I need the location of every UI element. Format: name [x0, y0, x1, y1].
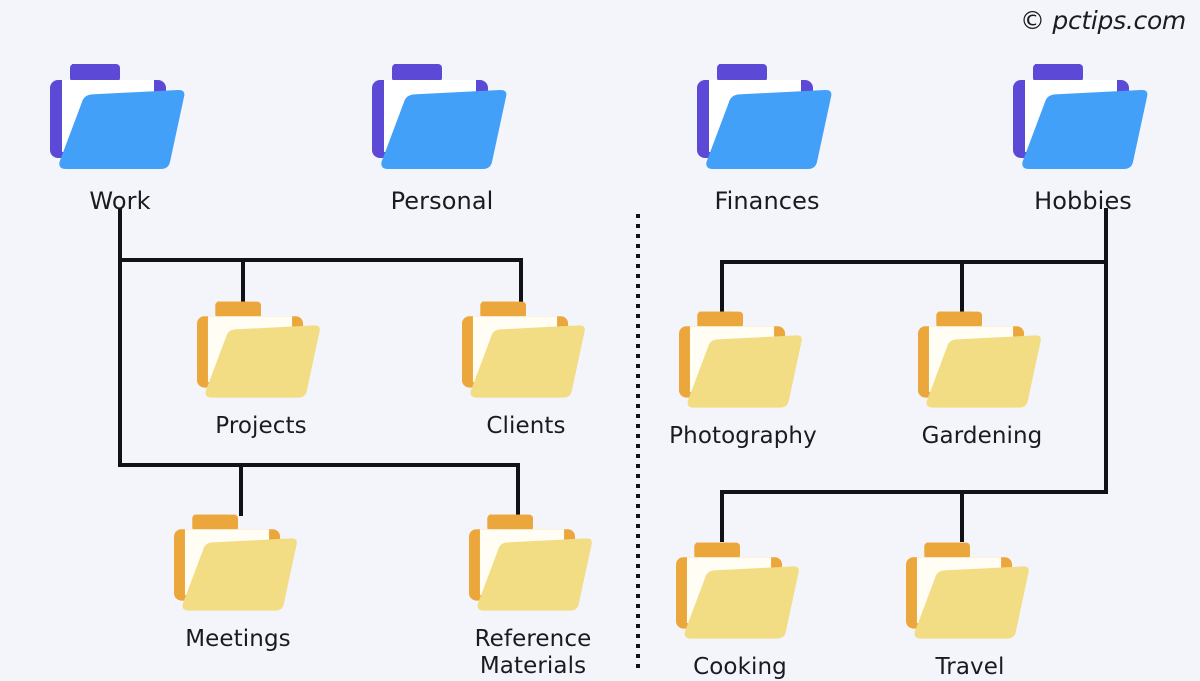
folder-icon-wrap-projects [161, 296, 361, 411]
folder-label-cooking: Cooking [693, 654, 787, 680]
folder-icon-wrap-reference [433, 509, 633, 624]
folder-node-reference[interactable]: Reference Materials [433, 509, 633, 680]
folder-label-projects: Projects [215, 413, 307, 439]
folder-icon-wrap-finances [667, 58, 867, 183]
folder-label-reference: Reference Materials [474, 626, 592, 680]
blue-folder-icon [50, 64, 185, 169]
folder-icon-wrap-photography [643, 306, 843, 421]
folder-icon-wrap-cooking [640, 537, 840, 652]
folder-label-meetings: Meetings [185, 626, 291, 652]
folder-icon-wrap-hobbies [983, 58, 1183, 183]
folder-label-photography: Photography [669, 423, 817, 449]
yellow-folder-icon [462, 301, 585, 398]
folder-label-finances: Finances [714, 187, 820, 215]
folder-label-work: Work [89, 187, 151, 215]
yellow-folder-icon [174, 514, 297, 611]
folder-label-hobbies: Hobbies [1034, 187, 1132, 215]
folder-label-clients: Clients [486, 413, 566, 439]
folder-node-work[interactable]: Work [20, 58, 220, 215]
folder-node-photography[interactable]: Photography [643, 306, 843, 450]
folder-node-hobbies[interactable]: Hobbies [983, 58, 1183, 215]
blue-folder-icon [1013, 64, 1148, 169]
folder-icon-wrap-personal [342, 58, 542, 183]
yellow-folder-icon [918, 311, 1041, 408]
folder-node-gardening[interactable]: Gardening [882, 306, 1082, 450]
blue-folder-icon [697, 64, 832, 169]
yellow-folder-icon [676, 542, 799, 639]
yellow-folder-icon [679, 311, 802, 408]
folder-node-finances[interactable]: Finances [667, 58, 867, 215]
folder-node-cooking[interactable]: Cooking [640, 537, 840, 681]
folder-node-travel[interactable]: Travel [870, 537, 1070, 681]
folder-node-personal[interactable]: Personal [342, 58, 542, 215]
folder-node-meetings[interactable]: Meetings [138, 509, 338, 653]
yellow-folder-icon [906, 542, 1029, 639]
folder-icon-wrap-work [20, 58, 220, 183]
folder-node-projects[interactable]: Projects [161, 296, 361, 440]
folder-icon-wrap-travel [870, 537, 1070, 652]
yellow-folder-icon [197, 301, 320, 398]
yellow-folder-icon [469, 514, 592, 611]
watermark-pctips: © pctips.com [1020, 6, 1186, 35]
blue-folder-icon [372, 64, 507, 169]
folder-node-clients[interactable]: Clients [426, 296, 626, 440]
folder-icon-wrap-gardening [882, 306, 1082, 421]
folder-label-travel: Travel [935, 654, 1005, 680]
folder-label-gardening: Gardening [921, 423, 1043, 449]
folder-label-personal: Personal [390, 187, 494, 215]
folder-icon-wrap-clients [426, 296, 626, 411]
folder-icon-wrap-meetings [138, 509, 338, 624]
